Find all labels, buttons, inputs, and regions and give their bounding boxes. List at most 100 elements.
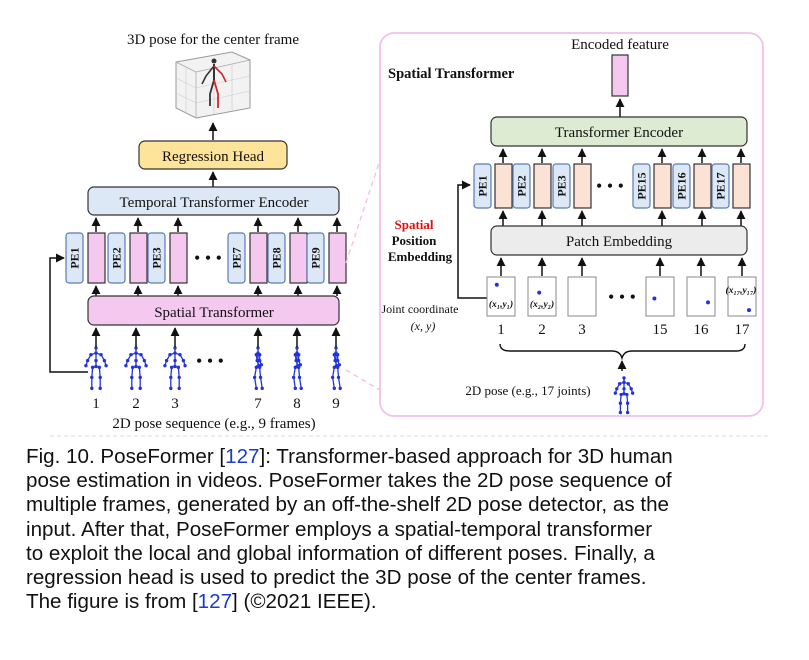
spe-spatial: Spatial	[394, 217, 433, 232]
pe-token	[227, 232, 246, 284]
pe-token	[306, 232, 325, 284]
joint-coordinate-box	[645, 276, 675, 317]
pe-token	[267, 232, 286, 284]
pe-token	[65, 232, 84, 284]
pe-label: PE3	[555, 175, 569, 196]
joint-number: 15	[653, 322, 668, 338]
patch-token	[289, 232, 308, 284]
joint-number: 3	[578, 322, 586, 338]
pe-token	[672, 163, 691, 209]
pe-label: PE9	[309, 247, 323, 268]
pose-skeleton-icon	[163, 346, 187, 391]
joint-coordinate-box	[727, 276, 757, 317]
joint-number: 17	[735, 322, 751, 338]
joint-coordinate-box	[567, 276, 597, 317]
pe-token	[552, 163, 571, 209]
panel-title: Spatial Transformer	[388, 66, 515, 82]
encoded-feature-token	[611, 54, 629, 97]
spe-embedding: Embedding	[388, 249, 453, 264]
joint-number: 2	[538, 322, 546, 338]
joint-coordinate-box	[486, 276, 516, 317]
patch-token	[573, 163, 592, 209]
spatial-transformer-box	[87, 295, 340, 326]
spatial-transformer-label: Spatial Transformer	[154, 305, 274, 321]
pe-token	[107, 232, 126, 284]
patch-token	[653, 163, 672, 209]
joint-coord-label: Joint coordinate	[382, 302, 459, 316]
pe-token	[512, 163, 531, 209]
reference-link[interactable]: 127	[225, 445, 260, 468]
3d-pose-plot	[175, 51, 251, 119]
output-label: 3D pose for the center frame	[127, 32, 299, 48]
joint-number: 1	[497, 322, 505, 338]
pe-label: PE1	[476, 175, 490, 196]
pose-sequence	[84, 327, 342, 391]
pe-label: PE15	[635, 172, 649, 199]
pose-skeleton-icon	[291, 346, 303, 391]
joint-ellipsis: • • •	[608, 287, 636, 307]
patch-token	[129, 232, 148, 284]
pose-ellipsis: • • •	[196, 351, 224, 371]
patch-token	[249, 232, 268, 284]
transformer-encoder-box	[490, 116, 748, 147]
pe-token	[473, 163, 492, 209]
coord-label: (x₂,y₂)	[530, 299, 554, 310]
pose-skeleton-icon	[252, 346, 264, 391]
frame-number: 7	[254, 396, 262, 412]
pe-label: PE8	[270, 247, 284, 268]
joint-coordinate-boxes: (x₁,y₁)(x₂,y₂)(x₁₇,y₁₇)	[486, 257, 757, 317]
temporal-encoder-box	[87, 186, 340, 216]
spe-position: Position	[392, 233, 438, 248]
joint-brace	[499, 343, 746, 361]
patch-token	[494, 163, 513, 209]
pe-label: PE17	[714, 172, 728, 199]
zoom-line-top	[345, 159, 381, 264]
regression-head-label: Regression Head	[162, 149, 265, 165]
joint-coordinate-box	[527, 276, 557, 317]
pose-skeleton-icon	[330, 346, 342, 391]
frame-number: 3	[171, 396, 179, 412]
patch-token	[693, 163, 712, 209]
transformer-encoder-label: Transformer Encoder	[555, 125, 683, 141]
sequence-label: 2D pose sequence (e.g., 9 frames)	[112, 416, 315, 432]
pe-label: PE3	[150, 247, 164, 268]
spe-feedback-arrow	[457, 180, 488, 299]
pe-token	[632, 163, 651, 209]
pose-label: 2D pose (e.g., 17 joints)	[465, 383, 590, 398]
joint-numbers: 1 2 3 15 16 17	[497, 322, 750, 338]
pe-token	[147, 232, 166, 284]
pe-label: PE1	[68, 247, 82, 268]
reference-link[interactable]: 127	[197, 590, 233, 614]
joint-coordinate-box	[686, 276, 716, 317]
joint-number: 16	[694, 322, 710, 338]
patch-embedding-box	[490, 225, 748, 256]
temporal-encoder-label: Temporal Transformer Encoder	[120, 195, 309, 211]
pe-token	[711, 163, 730, 209]
pose-skeleton-icon	[84, 346, 108, 391]
token-ellipsis: • • •	[596, 176, 624, 196]
poseformer-figure: 3D pose for the center frame Regression …	[49, 32, 770, 437]
patch-token	[533, 163, 552, 209]
frame-number: 8	[293, 396, 301, 412]
patch-token	[169, 232, 188, 284]
single-pose-skeleton	[613, 376, 635, 415]
pe-feedback-arrow	[49, 253, 88, 373]
joint-coord-xy: (x, y)	[411, 319, 436, 333]
frame-number: 1	[92, 396, 100, 412]
patch-embedding-label: Patch Embedding	[566, 234, 673, 250]
patch-token	[328, 232, 347, 284]
figure-caption: Fig. 10. PoseFormer [127]: Transformer-b…	[26, 445, 673, 614]
pe-label: PE2	[515, 175, 529, 196]
token-ellipsis: • • •	[194, 248, 222, 268]
zoom-line-bottom	[345, 369, 381, 391]
patch-token	[87, 232, 106, 284]
regression-head-box	[138, 140, 288, 170]
patch-token	[732, 163, 751, 209]
pe-label: PE2	[110, 247, 124, 268]
pose-skeleton-icon	[124, 346, 148, 391]
coord-label: (x₁,y₁)	[489, 299, 513, 310]
spatial-transformer-panel	[379, 32, 764, 417]
